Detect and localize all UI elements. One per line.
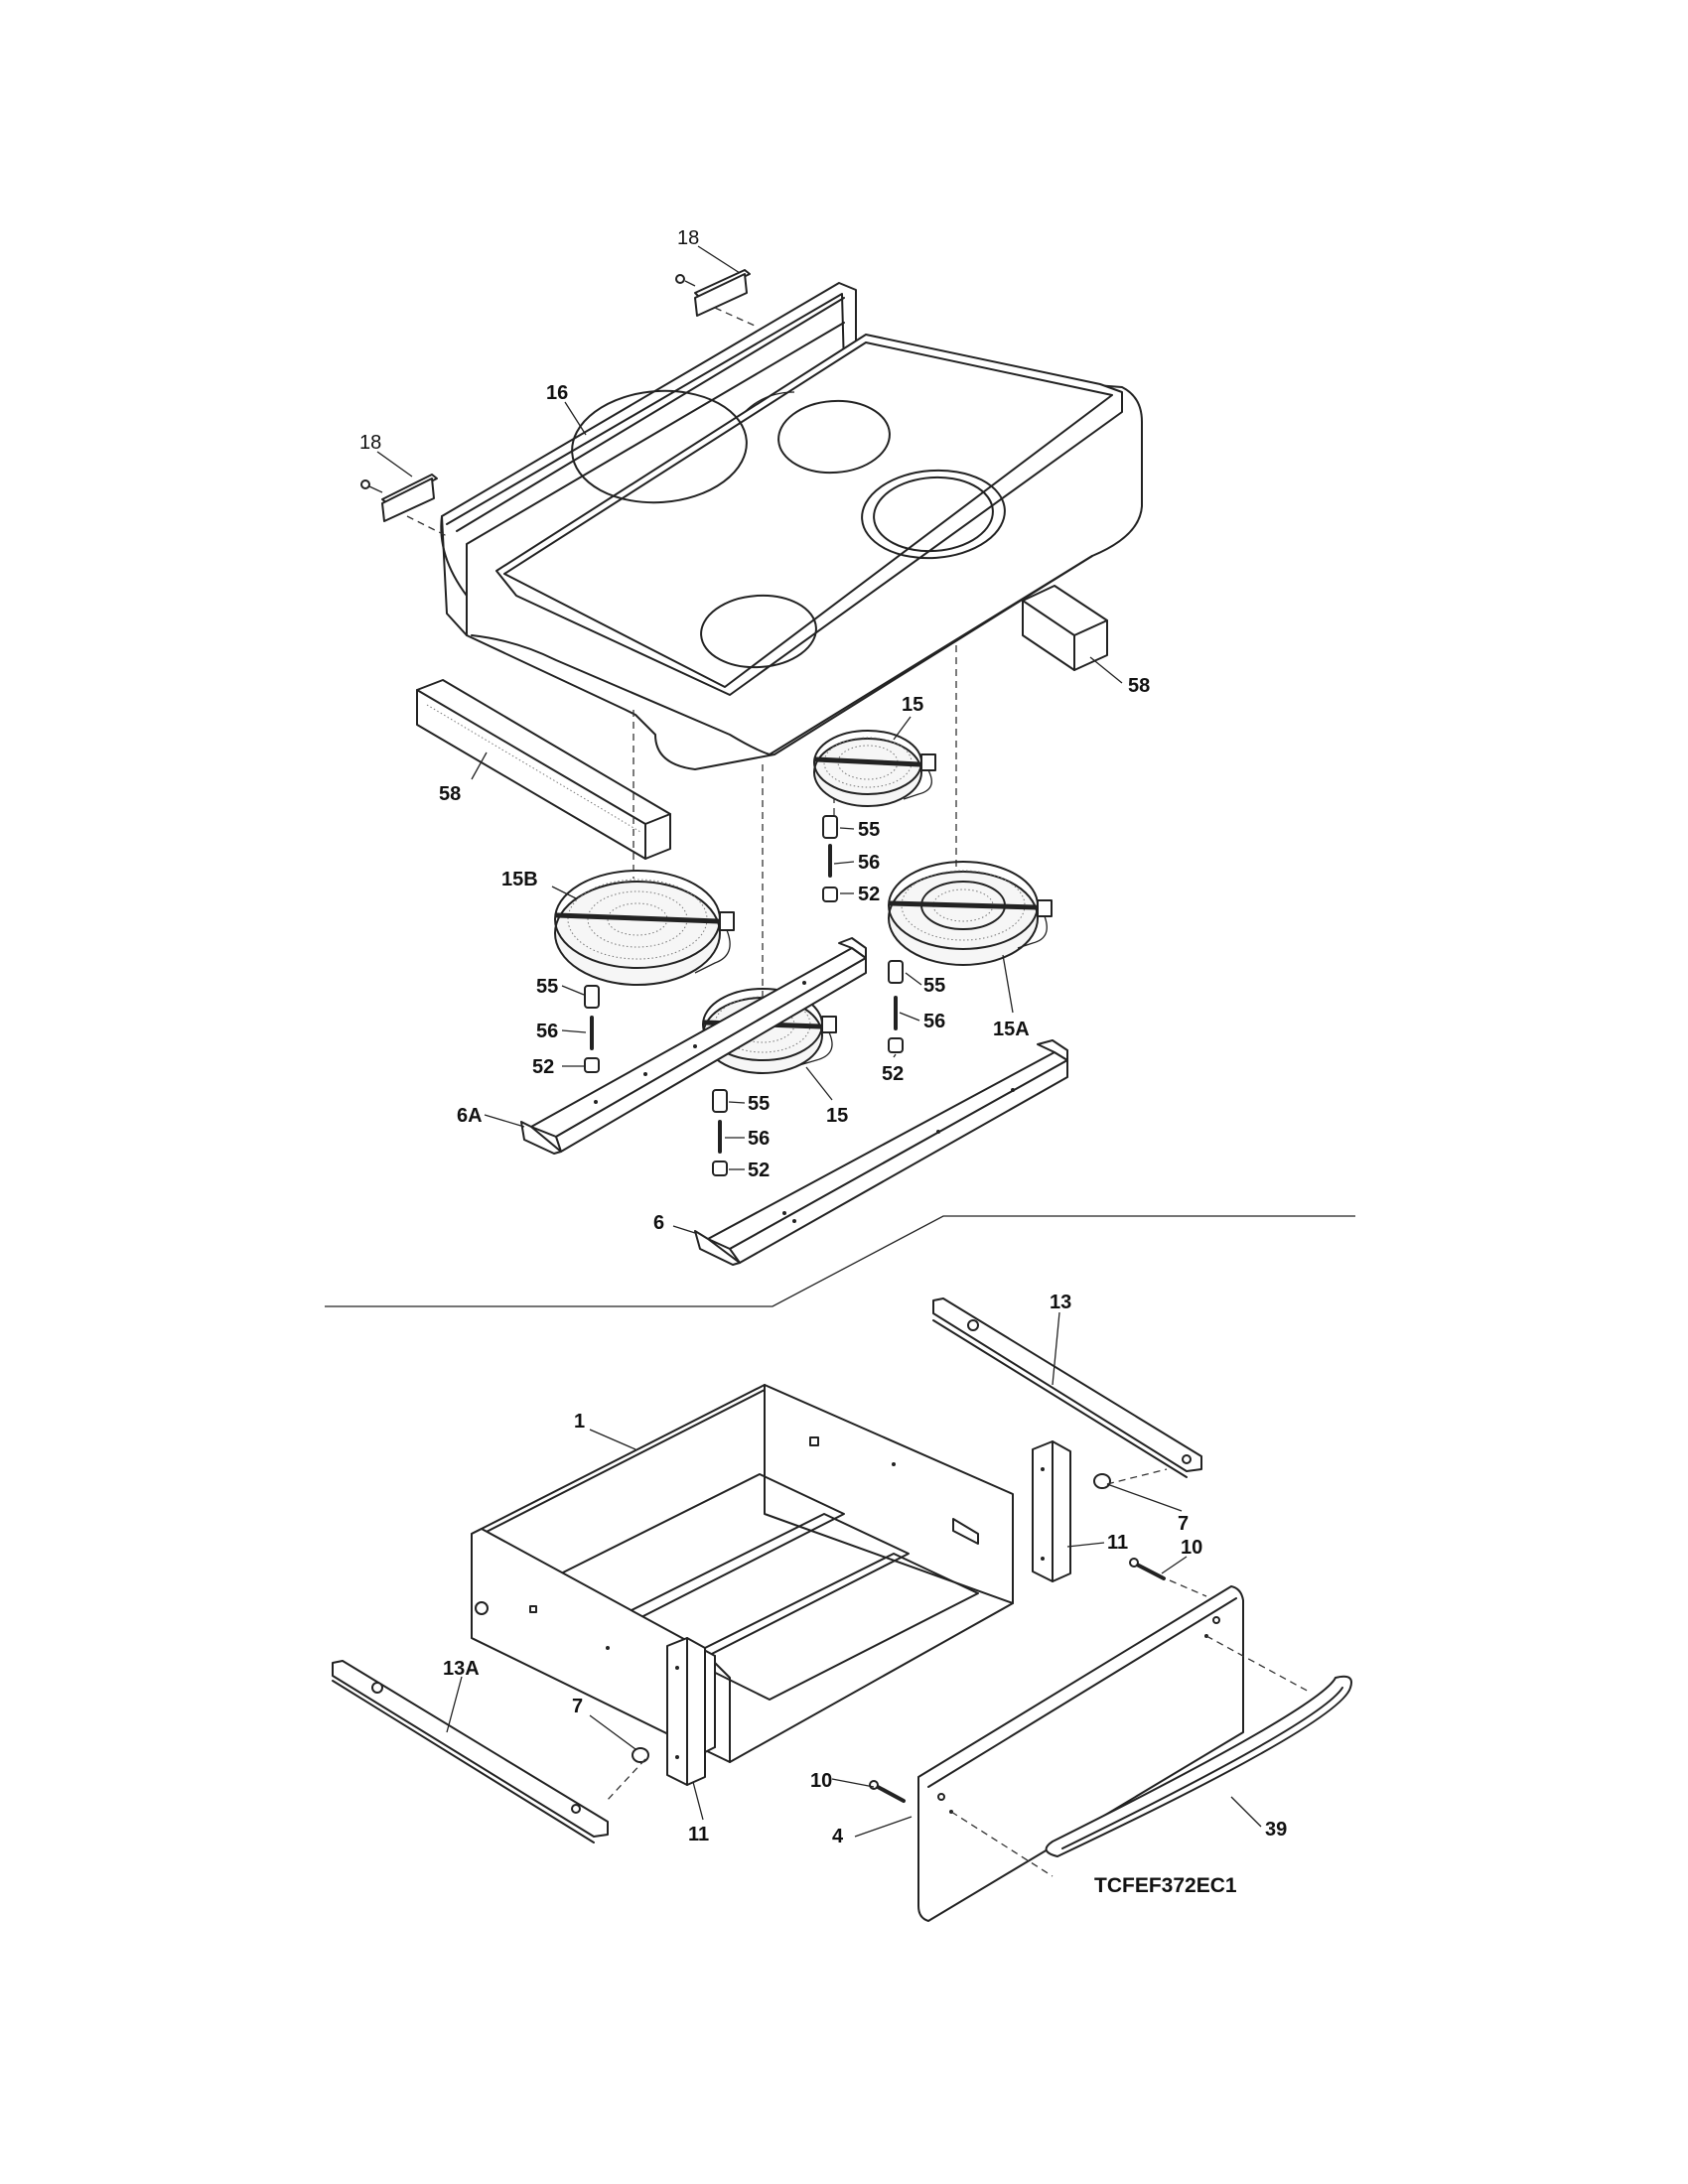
label-52-b: 52 [532,1056,554,1078]
label-13: 13 [1050,1292,1071,1313]
label-56-a: 56 [858,852,880,874]
hardware-stack-a [822,815,838,902]
label-6a: 6A [457,1105,483,1127]
roller-right [1093,1468,1168,1489]
bracket-right [675,269,756,327]
label-1: 1 [574,1411,585,1433]
label-55-b: 55 [536,976,558,998]
label-10-right: 10 [1181,1537,1202,1559]
rail-front [694,1039,1068,1266]
label-6: 6 [653,1212,664,1234]
bracket-drawer-left [666,1637,706,1786]
hardware-stack-b [584,985,600,1073]
section-divider [325,1215,1355,1307]
drawer-front [917,1585,1312,1922]
label-11-left: 11 [688,1824,709,1845]
element-rear-right [813,730,936,807]
hardware-stack-d [712,1089,728,1176]
slide-right [932,1297,1202,1478]
element-front-right [888,861,1053,966]
label-55-c: 55 [923,975,945,997]
screw-right [1129,1558,1207,1597]
label-55-a: 55 [858,819,880,841]
slide-left [332,1660,609,1843]
insulation-right [1022,585,1108,671]
label-11-right: 11 [1107,1532,1128,1554]
screw-left [869,1780,906,1803]
element-left [554,870,735,986]
label-18-right: 18 [677,227,699,249]
label-56-c: 56 [923,1011,945,1032]
label-15a: 15A [993,1019,1030,1040]
label-39: 39 [1265,1819,1287,1841]
cooktop-assembly [440,282,1143,770]
label-13a: 13A [443,1658,480,1680]
leader-lines [376,245,1262,1838]
roller-left [605,1747,649,1803]
diagram-code: TCFEF372EC1 [1094,1874,1237,1897]
part-labels: 18 16 18 58 58 15 55 56 52 15B 55 56 52 … [359,227,1287,1897]
label-56-b: 56 [536,1021,558,1042]
drawer-body [471,1384,1014,1763]
label-52-c: 52 [882,1063,904,1085]
label-7-right: 7 [1178,1513,1189,1535]
label-58-left: 58 [439,783,461,805]
rail-rear [520,937,867,1155]
label-15b: 15B [501,869,538,890]
label-56-d: 56 [748,1128,770,1150]
label-15-center: 15 [826,1105,848,1127]
bracket-drawer-right [1032,1440,1071,1582]
label-18-left: 18 [359,432,381,454]
label-4: 4 [832,1826,844,1847]
bracket-left [360,474,448,537]
label-7-left: 7 [572,1696,583,1717]
insulation-left [416,679,671,860]
label-15-rear: 15 [902,694,923,716]
label-10-left: 10 [810,1770,832,1792]
label-52-d: 52 [748,1160,770,1181]
hardware-stack-c [888,960,904,1053]
label-16: 16 [546,382,568,404]
label-58-right: 58 [1128,675,1150,697]
label-55-d: 55 [748,1093,770,1115]
label-52-a: 52 [858,884,880,905]
handle [1045,1675,1352,1857]
